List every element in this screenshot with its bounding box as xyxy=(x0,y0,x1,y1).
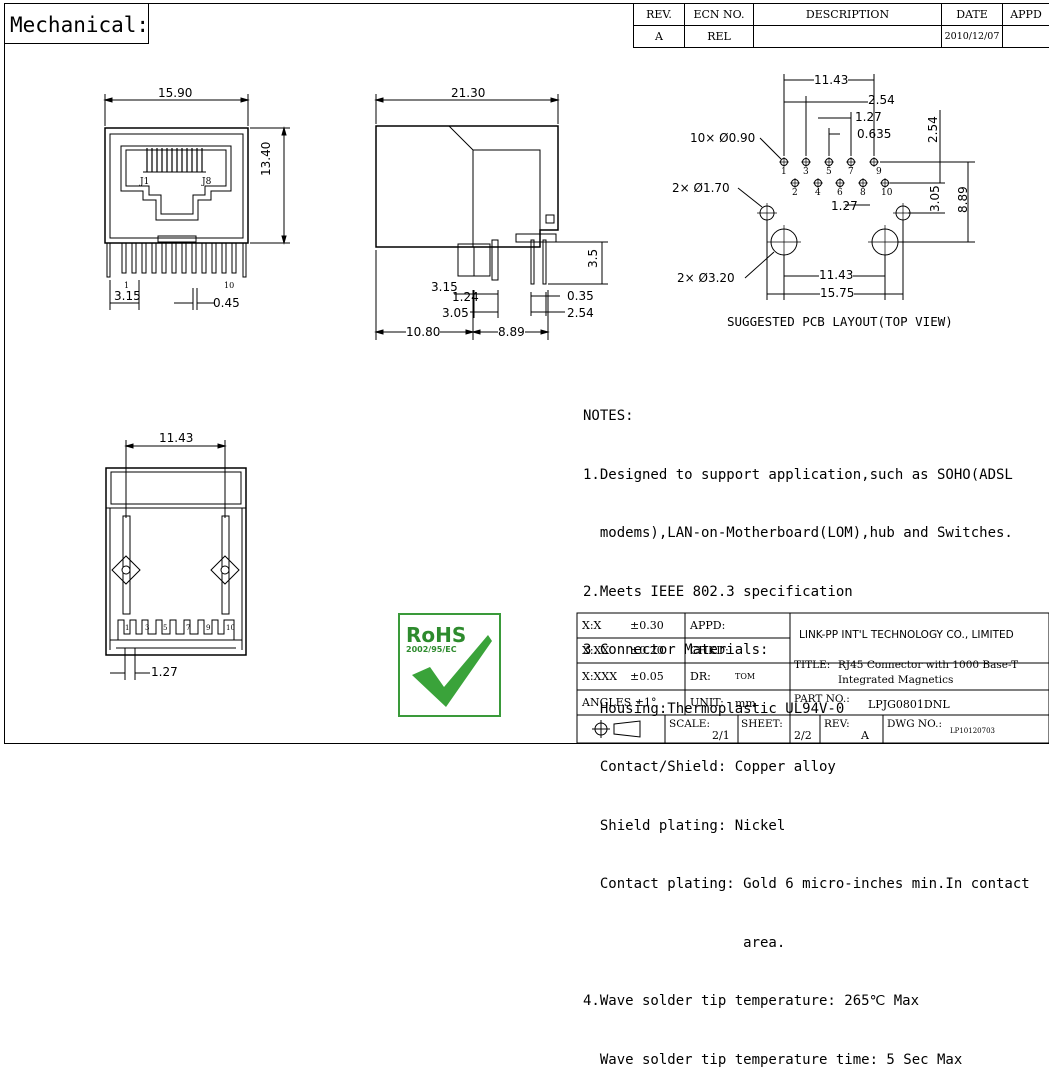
pcb-dim-0.635: 0.635 xyxy=(857,127,891,141)
tol-xx: X:XX xyxy=(582,644,609,657)
angles-tolerance: ANGLES ±1° xyxy=(582,696,656,709)
side-dim-8.89: 8.89 xyxy=(498,325,525,339)
side-dim-3.05: 3.05 xyxy=(442,306,469,320)
tol-xx-val: ±0.20 xyxy=(630,644,664,657)
pcb-holes-large-label: 2× Ø3.20 xyxy=(677,271,735,285)
title-label: TITLE: xyxy=(794,659,830,671)
pcb-dim-1.27-lower: 1.27 xyxy=(831,199,858,213)
tol-xxx: X:XXX xyxy=(582,670,617,683)
notes-line: Wave solder tip temperature time: 5 Sec … xyxy=(583,1051,1030,1071)
pcb-holes-small-label: 10× Ø0.90 xyxy=(690,131,755,145)
side-dim-0.35: 0.35 xyxy=(567,289,594,303)
pcb-pin-8: 8 xyxy=(860,188,866,198)
pcb-pin-2: 2 xyxy=(792,188,798,198)
notes-line: 2.Meets IEEE 802.3 specification xyxy=(583,583,1030,603)
pcb-dim-2.54-vert: 2.54 xyxy=(926,116,940,143)
dwg-no-label: DWG NO.: xyxy=(887,718,942,730)
pcb-pin-5: 5 xyxy=(826,167,832,177)
notes-line: Contact/Shield: Copper alloy xyxy=(583,758,1030,778)
pcb-dim-8.89: 8.89 xyxy=(956,186,970,213)
side-view-drawing xyxy=(376,94,608,340)
front-height-label: 13.40 xyxy=(259,142,273,176)
dr-label: DR: xyxy=(690,670,711,683)
pcb-dim-2.54: 2.54 xyxy=(868,93,895,107)
bottom-view-drawing xyxy=(106,440,246,680)
bottom-pin-7: 7 xyxy=(186,624,190,632)
pcb-dim-3.05: 3.05 xyxy=(928,185,942,212)
notes-line: 1.Designed to support application,such a… xyxy=(583,466,1030,486)
bottom-width-label: 11.43 xyxy=(159,431,193,445)
pcb-dim-11.43-bottom: 11.43 xyxy=(819,268,853,282)
unit-value: mm xyxy=(735,697,756,710)
bottom-pin-1: 1 xyxy=(125,624,129,632)
front-width-label: 15.90 xyxy=(158,86,192,100)
tol-x-val: ±0.30 xyxy=(630,619,664,632)
pcb-pin-9: 9 xyxy=(876,167,882,177)
pcb-caption: SUGGESTED PCB LAYOUT(TOP VIEW) xyxy=(727,314,953,329)
pcb-pin-3: 3 xyxy=(803,167,809,177)
front-view-drawing xyxy=(105,94,290,310)
rev-value-tb: A xyxy=(861,729,869,742)
bottom-pitch-label: 1.27 xyxy=(151,665,178,679)
front-j1-label: J1 xyxy=(140,177,149,187)
appd-label: APPD: xyxy=(690,619,725,632)
pcb-pin-6: 6 xyxy=(837,188,843,198)
notes-line: area. xyxy=(583,934,1030,954)
rohs-logo: RoHS 2002/95/EC xyxy=(398,613,501,717)
part-no-value: LPJG0801DNL xyxy=(868,698,950,711)
pcb-pin-4: 4 xyxy=(815,188,821,198)
bottom-pin-5: 5 xyxy=(163,624,167,632)
notes-heading: NOTES: xyxy=(583,407,1030,427)
side-dim-2.54: 2.54 xyxy=(567,306,594,320)
front-j8-label: J8 xyxy=(202,177,211,187)
pcb-dim-15.75: 15.75 xyxy=(820,286,854,300)
side-dim-10.80: 10.80 xyxy=(406,325,440,339)
scale-label: SCALE: xyxy=(669,718,710,730)
front-pin10-label: 10 xyxy=(224,281,234,290)
pcb-pin-1: 1 xyxy=(781,167,787,177)
pcb-pin-7: 7 xyxy=(848,167,854,177)
sheet-value: 2/2 xyxy=(794,729,812,742)
company-name: LINK-PP INT'L TECHNOLOGY CO., LIMITED xyxy=(799,629,1014,641)
notes-line: Contact plating: Gold 6 micro-inches min… xyxy=(583,875,1030,895)
front-pin-offset-label: 3.15 xyxy=(114,289,141,303)
pcb-dim-1.27: 1.27 xyxy=(855,110,882,124)
bottom-pin-9: 9 xyxy=(206,624,210,632)
side-length-label: 21.30 xyxy=(451,86,485,100)
bottom-pin-3: 3 xyxy=(145,624,149,632)
rev-label: REV: xyxy=(824,718,850,730)
dwg-no-value: LP10120703 xyxy=(950,727,995,735)
part-no-label: PART NO.: xyxy=(794,693,850,705)
pcb-holes-mid-label: 2× Ø1.70 xyxy=(672,181,730,195)
bottom-pin-10: 10 xyxy=(226,624,235,632)
notes-line: 4.Wave solder tip temperature: 265℃ Max xyxy=(583,992,1030,1012)
title-line-2: Integrated Magnetics xyxy=(838,674,953,686)
dr-value: TOM xyxy=(735,672,755,681)
unit-label: UNIT: xyxy=(690,696,724,709)
tol-x: X:X xyxy=(582,619,601,632)
checkmark-icon xyxy=(400,615,499,715)
sheet-label: SHEET: xyxy=(741,718,783,730)
side-dim-1.24: 1.24 xyxy=(452,290,479,304)
tol-xxx-val: ±0.05 xyxy=(630,670,664,683)
scale-value: 2/1 xyxy=(712,729,730,742)
pcb-dim-11.43-top: 11.43 xyxy=(814,73,848,87)
front-pin-width-label: 0.45 xyxy=(213,296,240,310)
notes-line: Shield plating: Nickel xyxy=(583,817,1030,837)
pcb-pin-10: 10 xyxy=(881,188,892,198)
side-pin-height-label: 3.5 xyxy=(586,249,600,268)
title-line-1: RJ45 Connector with 1000 Base-T xyxy=(838,659,1018,671)
chkd-label: CHKD: xyxy=(690,644,729,657)
notes-line: modems),LAN-on-Motherboard(LOM),hub and … xyxy=(583,524,1030,544)
